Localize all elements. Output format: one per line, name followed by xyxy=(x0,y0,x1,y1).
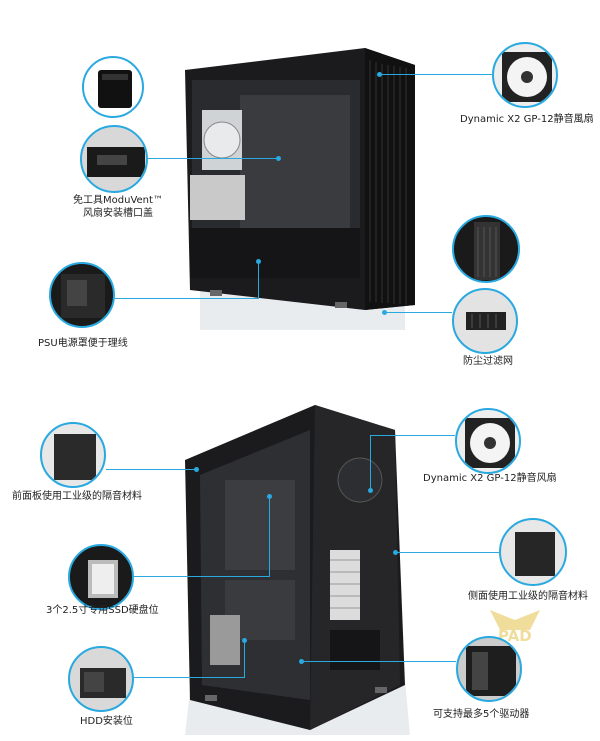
detail-circle-filter-2 xyxy=(452,288,518,354)
detail-circle-fan-top xyxy=(492,42,558,108)
detail-circle-side-panel xyxy=(499,518,567,586)
connector-dot xyxy=(377,72,382,77)
detail-circle-front-panel xyxy=(40,422,106,488)
label-fan-bottom: Dynamic X2 GP-12静音风扇 xyxy=(423,473,557,484)
case-bottom-illustration xyxy=(185,405,410,735)
drives-icon xyxy=(466,646,516,696)
label-fan-top: Dynamic X2 GP-12静音風扇 xyxy=(460,114,594,125)
connector-drives xyxy=(302,661,456,662)
connector-fan-bottom xyxy=(370,435,455,436)
connector-dot xyxy=(256,259,261,264)
connector-dot xyxy=(393,550,398,555)
psu-icon xyxy=(61,274,105,318)
detail-circle-drives xyxy=(456,636,522,702)
connector-dot xyxy=(276,156,281,161)
connector-dot xyxy=(368,488,373,493)
detail-circle-moduvent xyxy=(80,125,148,193)
moduvent-icon xyxy=(87,147,145,177)
case-top-illustration xyxy=(185,48,415,330)
label-filter: 防尘过滤网 xyxy=(463,356,513,367)
label-side-panel: 侧面使用工业级的隔音材料 xyxy=(468,591,588,602)
detail-circle-filter-1 xyxy=(452,215,520,283)
front-panel-icon xyxy=(54,434,96,480)
fan-icon xyxy=(502,52,552,102)
connector-ssd xyxy=(134,576,269,577)
connector-front-panel xyxy=(106,469,196,470)
ssd-icon xyxy=(88,560,118,598)
connector-side-panel xyxy=(395,552,499,553)
filter-top-icon xyxy=(474,222,500,280)
label-hdd: HDD安装位 xyxy=(80,716,133,727)
watermark-emblem xyxy=(490,610,540,630)
connector-moduvent xyxy=(148,158,278,159)
detail-circle-top-left-1 xyxy=(82,56,144,118)
connector-dot xyxy=(194,467,199,472)
connector-filter xyxy=(385,312,452,313)
case-top-image xyxy=(180,40,420,330)
fan-icon xyxy=(465,418,515,468)
label-front-panel: 前面板使用工业级的隔音材料 xyxy=(12,491,142,502)
detail-circle-fan-bottom xyxy=(455,408,521,474)
label-moduvent-line2: 风扇安装槽口盖 xyxy=(83,208,153,219)
label-drives: 可支持最多5个驱动器 xyxy=(433,709,530,720)
connector-hdd-vertical xyxy=(244,641,245,678)
label-moduvent: 免工具ModuVent™ 风扇安装槽口盖 xyxy=(72,194,164,220)
filter-icon xyxy=(466,312,506,330)
hdd-icon xyxy=(80,668,126,698)
connector-psu-vertical xyxy=(258,262,259,299)
detail-circle-ssd xyxy=(68,544,134,610)
connector-fan-top xyxy=(380,74,492,75)
label-psu: PSU电源罩便于理线 xyxy=(38,338,128,349)
connector-hdd xyxy=(134,677,244,678)
label-moduvent-line1: 免工具ModuVent™ xyxy=(73,195,163,206)
connector-dot xyxy=(267,494,272,499)
connector-fan-bottom-vertical xyxy=(370,435,371,490)
label-ssd: 3个2.5寸专用SSD硬盘位 xyxy=(46,605,159,616)
connector-psu xyxy=(115,298,258,299)
case-bottom-image xyxy=(180,400,415,735)
connector-ssd-vertical xyxy=(269,497,270,577)
connector-dot xyxy=(299,659,304,664)
connector-dot xyxy=(242,638,247,643)
module-icon xyxy=(98,70,132,108)
connector-dot xyxy=(382,310,387,315)
detail-circle-hdd xyxy=(68,646,134,712)
side-panel-icon xyxy=(515,532,555,576)
detail-circle-psu xyxy=(49,262,115,328)
